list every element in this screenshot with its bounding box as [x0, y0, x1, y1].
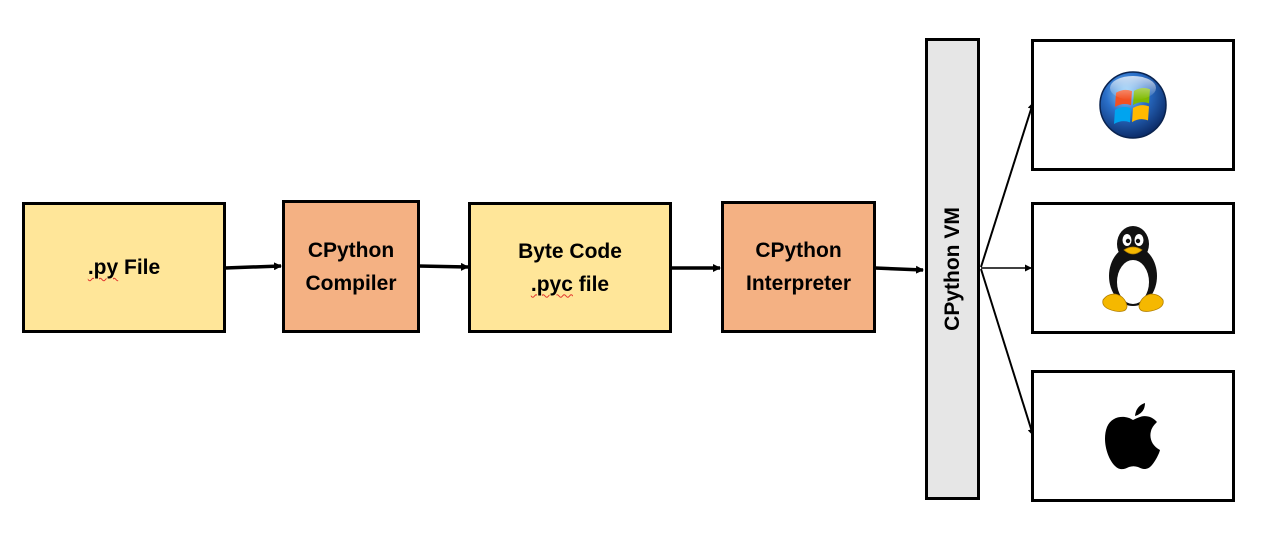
windows-logo-icon — [1099, 71, 1167, 139]
linux-platform-box — [1031, 202, 1235, 334]
py-file-box: .py File — [22, 202, 226, 333]
pyc-file-suffix-text: file — [572, 272, 610, 296]
mac-platform-box — [1031, 370, 1235, 502]
py-file-suffix-text: File — [118, 256, 161, 279]
py-extension-text: .py — [87, 256, 119, 279]
cpython-vm-bar: CPython VM — [925, 38, 980, 500]
arrow-vm-to-windows — [980, 102, 1035, 268]
linux-tux-icon — [1102, 226, 1164, 312]
byte-code-line2: .pyc file — [531, 268, 609, 301]
arrow-py-to-compiler — [224, 262, 282, 271]
cpython-compiler-box: CPython Compiler — [282, 200, 420, 333]
interpreter-line2: Interpreter — [745, 272, 852, 295]
windows-platform-box — [1031, 39, 1235, 171]
arrow-vm-to-mac — [980, 268, 1035, 436]
cpython-interpreter-box: CPython Interpreter — [721, 201, 876, 333]
apple-logo-icon — [1104, 403, 1160, 470]
arrow-compiler-to-bytecode — [417, 262, 469, 271]
interpreter-line1: CPython — [755, 239, 842, 262]
pyc-extension-text: .pyc — [530, 272, 573, 296]
arrow-interpreter-to-vm — [874, 265, 924, 274]
compiler-line1: CPython — [307, 238, 395, 262]
py-file-label: .py File — [88, 251, 160, 284]
byte-code-box: Byte Code .pyc file — [468, 202, 672, 333]
byte-code-line1: Byte Code — [518, 239, 622, 263]
cpython-vm-label: CPython VM — [940, 207, 964, 331]
compiler-line2: Compiler — [305, 271, 397, 295]
